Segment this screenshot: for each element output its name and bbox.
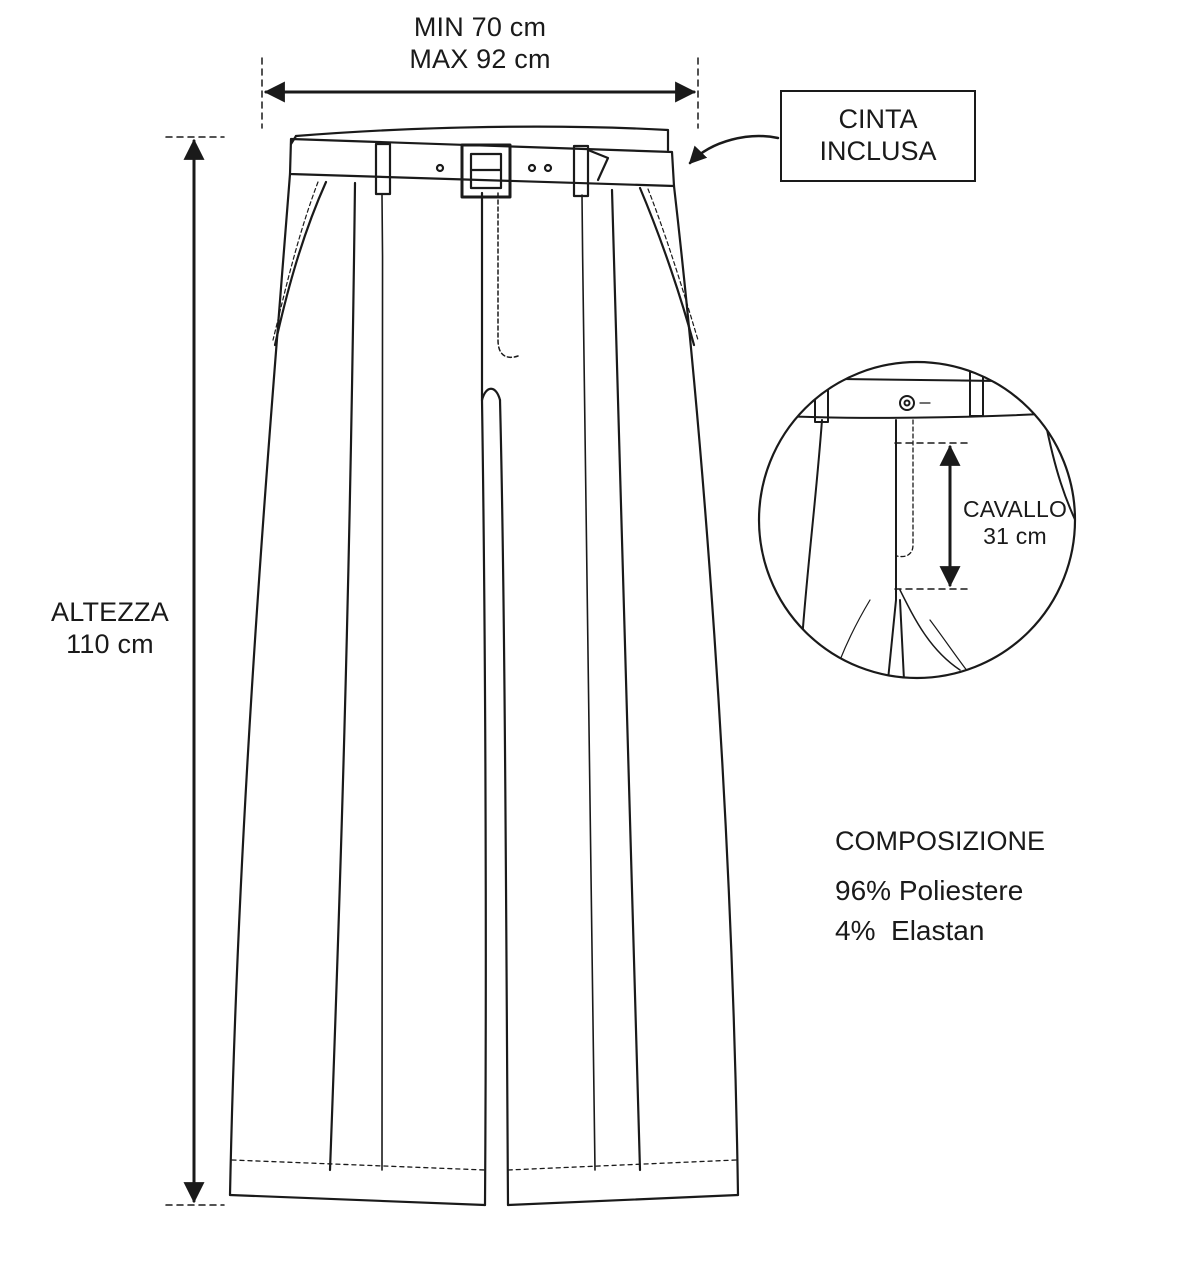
belt-note-line1: CINTA [838,104,918,135]
belt-pointer-arrow [688,134,780,165]
height-title: ALTEZZA [51,597,169,627]
crotch-value: 31 cm [983,523,1047,550]
composition-item: 4% Elastan [835,915,985,946]
waist-max: MAX 92 cm [409,43,551,74]
height-value: 110 cm [66,628,154,659]
crotch-title: CAVALLO [962,496,1068,522]
height-measurement-label: ALTEZZA 110 cm [20,597,200,661]
belt-included-box: CINTA INCLUSA [780,90,976,182]
composition-title: COMPOSIZIONE [835,826,1046,856]
waist-measurement-label: MIN 70 cm MAX 92 cm [330,12,630,76]
trousers-outline [228,125,740,1207]
composition-item: 96% Poliestere [835,875,1024,906]
height-dimension [165,136,225,1206]
waist-dimension [261,57,699,129]
waist-min: MIN 70 cm [413,12,547,42]
belt-note-line2: INCLUSA [819,136,937,166]
composition-block: COMPOSIZIONE 96% Poliestere 4% Elastan [835,828,1045,957]
crotch-measurement-label: CAVALLO 31 cm [955,496,1075,550]
